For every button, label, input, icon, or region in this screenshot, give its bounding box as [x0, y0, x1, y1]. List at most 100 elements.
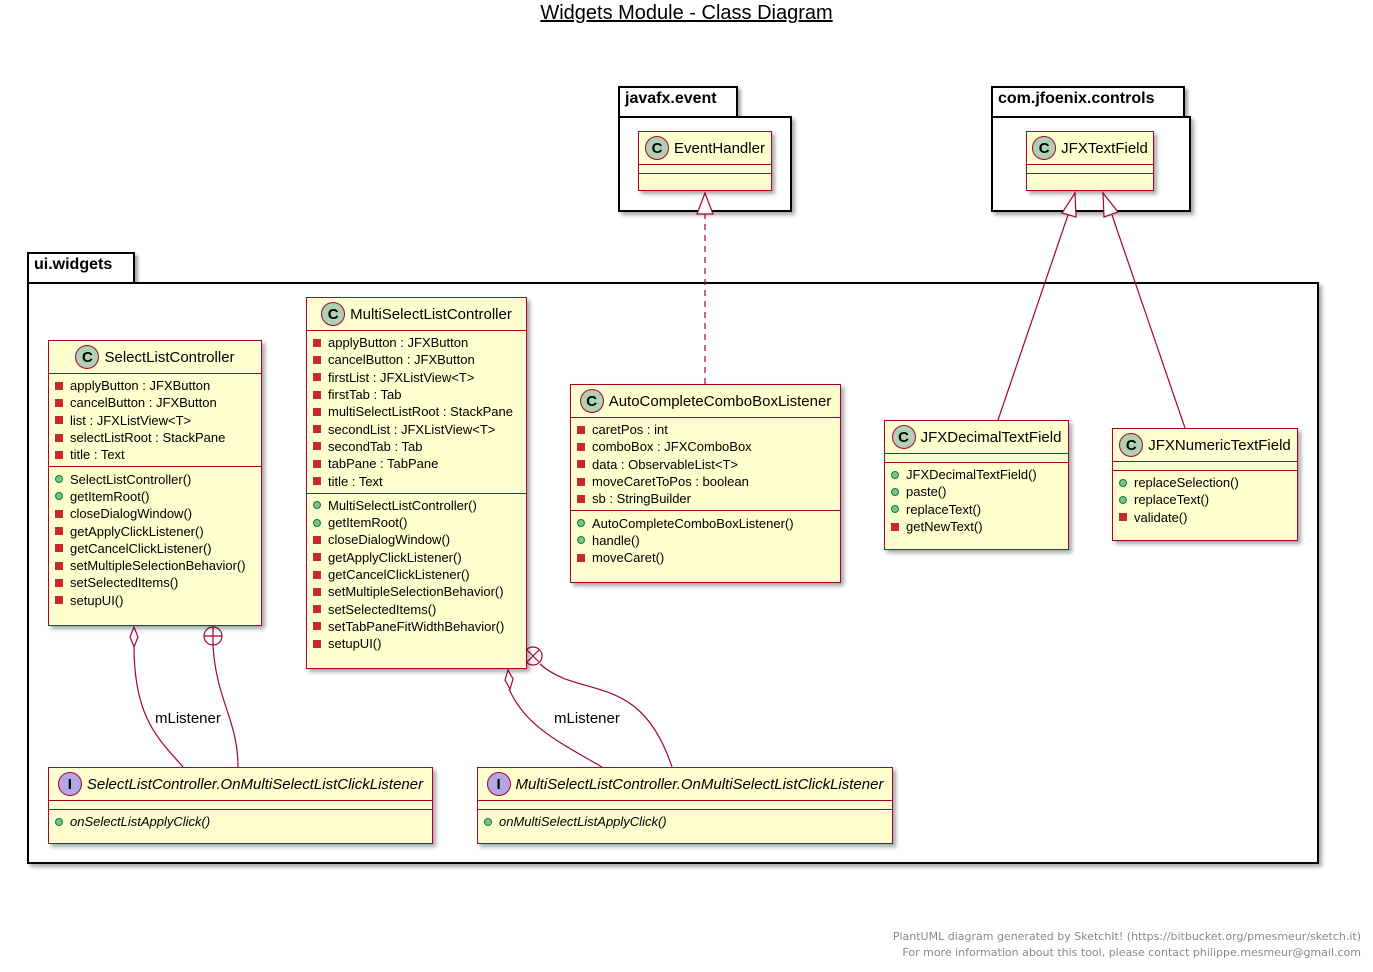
field-row: sb : StringBuilder — [577, 490, 834, 507]
field-row: data : ObservableList<T> — [577, 456, 834, 473]
method-row: closeDialogWindow() — [55, 505, 255, 522]
method-row: getApplyClickListener() — [55, 522, 255, 539]
public-visibility-icon — [891, 487, 899, 496]
fields-section — [49, 801, 432, 810]
class-icon: C — [321, 302, 346, 326]
field-text: applyButton : JFXButton — [328, 335, 469, 351]
field-row: title : Text — [313, 472, 520, 489]
private-visibility-icon — [55, 381, 63, 390]
field-text: comboBox : JFXComboBox — [592, 439, 752, 455]
method-text: closeDialogWindow() — [70, 506, 193, 522]
method-text: getApplyClickListener() — [328, 549, 462, 565]
methods-section: MultiSelectListController()getItemRoot()… — [307, 494, 526, 656]
private-visibility-icon — [577, 494, 585, 503]
private-visibility-icon — [313, 535, 321, 544]
method-text: moveCaret() — [592, 550, 665, 566]
class-name: JFXDecimalTextField — [920, 428, 1062, 446]
field-text: secondList : JFXListView<T> — [328, 421, 496, 437]
method-row: replaceSelection() — [1119, 474, 1291, 491]
method-row: setupUI() — [313, 635, 520, 652]
private-visibility-icon — [313, 570, 321, 579]
method-row: getCancelClickListener() — [55, 540, 255, 557]
select-aggregation-diamond — [129, 625, 139, 649]
method-row: setSelectedItems() — [55, 574, 255, 591]
package-ui-widgets-tab: ui.widgets — [27, 252, 135, 284]
field-text: cancelButton : JFXButton — [70, 395, 217, 411]
private-visibility-icon — [313, 459, 321, 468]
footer-line-generator: PlantUML diagram generated by SketchIt! … — [892, 930, 1361, 943]
class-name: JFXNumericTextField — [1148, 436, 1291, 454]
method-row: setMultipleSelectionBehavior() — [313, 583, 520, 600]
method-text: SelectListController() — [70, 471, 192, 487]
method-text: onSelectListApplyClick() — [70, 814, 211, 830]
realization-arrowhead — [696, 191, 714, 215]
private-visibility-icon — [313, 425, 321, 434]
method-row: handle() — [577, 532, 834, 549]
method-text: setMultipleSelectionBehavior() — [328, 584, 504, 600]
field-row: firstTab : Tab — [313, 386, 520, 403]
field-row: cancelButton : JFXButton — [55, 394, 255, 411]
public-visibility-icon — [577, 519, 585, 528]
method-text: getCancelClickListener() — [70, 540, 212, 556]
private-visibility-icon — [55, 509, 63, 518]
method-text: replaceText() — [1134, 492, 1210, 508]
field-text: title : Text — [70, 447, 125, 463]
method-row: getItemRoot() — [55, 488, 255, 505]
field-row: cancelButton : JFXButton — [313, 351, 520, 368]
public-visibility-icon — [55, 817, 63, 826]
methods-section: AutoCompleteComboBoxListener()handle()mo… — [571, 511, 840, 569]
field-row: firstList : JFXListView<T> — [313, 369, 520, 386]
private-visibility-icon — [313, 622, 321, 631]
method-row: getNewText() — [891, 518, 1062, 535]
field-text: tabPane : TabPane — [328, 456, 439, 472]
package-javafx-event-tab: javafx.event — [618, 86, 738, 118]
method-row: getApplyClickListener() — [313, 549, 520, 566]
private-visibility-icon — [55, 450, 63, 459]
class-icon: C — [579, 389, 604, 413]
public-visibility-icon — [313, 501, 321, 510]
method-text: closeDialogWindow() — [328, 532, 451, 548]
method-text: onMultiSelectListApplyClick() — [499, 814, 667, 830]
numeric-generalization-line — [1111, 214, 1186, 429]
select-nested-cross — [204, 627, 222, 645]
method-row: setMultipleSelectionBehavior() — [55, 557, 255, 574]
method-text: JFXDecimalTextField() — [906, 467, 1037, 483]
field-row: title : Text — [55, 446, 255, 463]
private-visibility-icon — [1119, 513, 1127, 522]
method-row: MultiSelectListController() — [313, 497, 520, 514]
class-icon: C — [1032, 136, 1057, 160]
field-row: applyButton : JFXButton — [55, 377, 255, 394]
select-listener-role-label: mListener — [155, 710, 221, 727]
method-row: setSelectedItems() — [313, 600, 520, 617]
method-row: getCancelClickListener() — [313, 566, 520, 583]
class-icon: C — [1119, 433, 1144, 457]
class-name: JFXTextField — [1061, 139, 1148, 157]
private-visibility-icon — [313, 390, 321, 399]
field-text: firstList : JFXListView<T> — [328, 369, 475, 385]
method-text: getCancelClickListener() — [328, 567, 470, 582]
private-visibility-icon — [55, 527, 63, 536]
field-text: selectListRoot : StackPane — [70, 430, 226, 446]
method-row: SelectListController() — [55, 470, 255, 487]
method-text: validate() — [1134, 509, 1188, 525]
field-text: applyButton : JFXButton — [70, 378, 211, 394]
method-row: closeDialogWindow() — [313, 531, 520, 548]
fields-section — [639, 165, 771, 174]
method-row: paste() — [891, 483, 1062, 500]
method-row: setTabPaneFitWidthBehavior() — [313, 618, 520, 635]
method-text: setSelectedItems() — [328, 601, 437, 617]
